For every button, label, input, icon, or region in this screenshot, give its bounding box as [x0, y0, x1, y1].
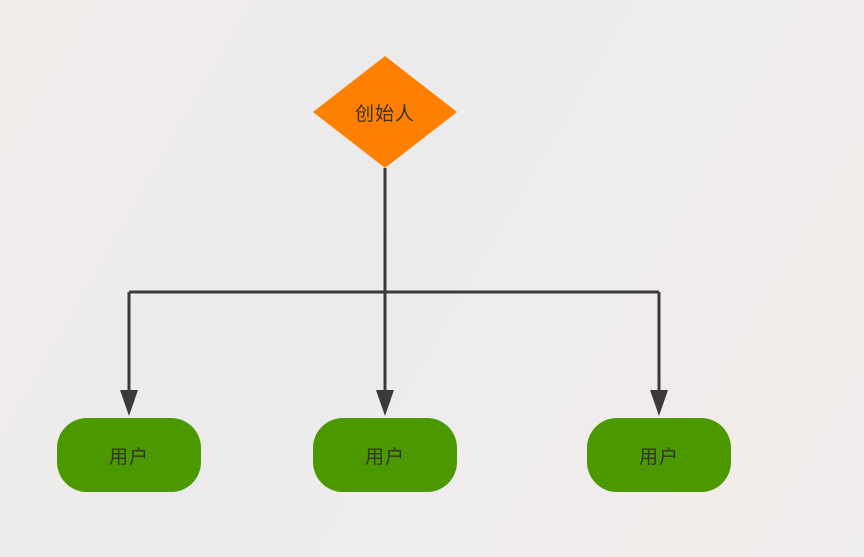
- arrowhead-child-2: [376, 390, 394, 416]
- connectors: [127, 168, 661, 392]
- child-node-1: [57, 418, 201, 492]
- child-node-2-label: 用户: [364, 445, 405, 468]
- child-node-2: [313, 418, 457, 492]
- child-node-3-label: 用户: [638, 445, 679, 468]
- arrowhead-child-1: [120, 390, 138, 416]
- child-node-1-label: 用户: [108, 445, 149, 468]
- arrowhead-child-3: [650, 390, 668, 416]
- root-node-diamond: [313, 56, 457, 168]
- child-node-3: [587, 418, 731, 492]
- root-node-label: 创始人: [354, 102, 415, 125]
- arrowheads: [120, 390, 668, 416]
